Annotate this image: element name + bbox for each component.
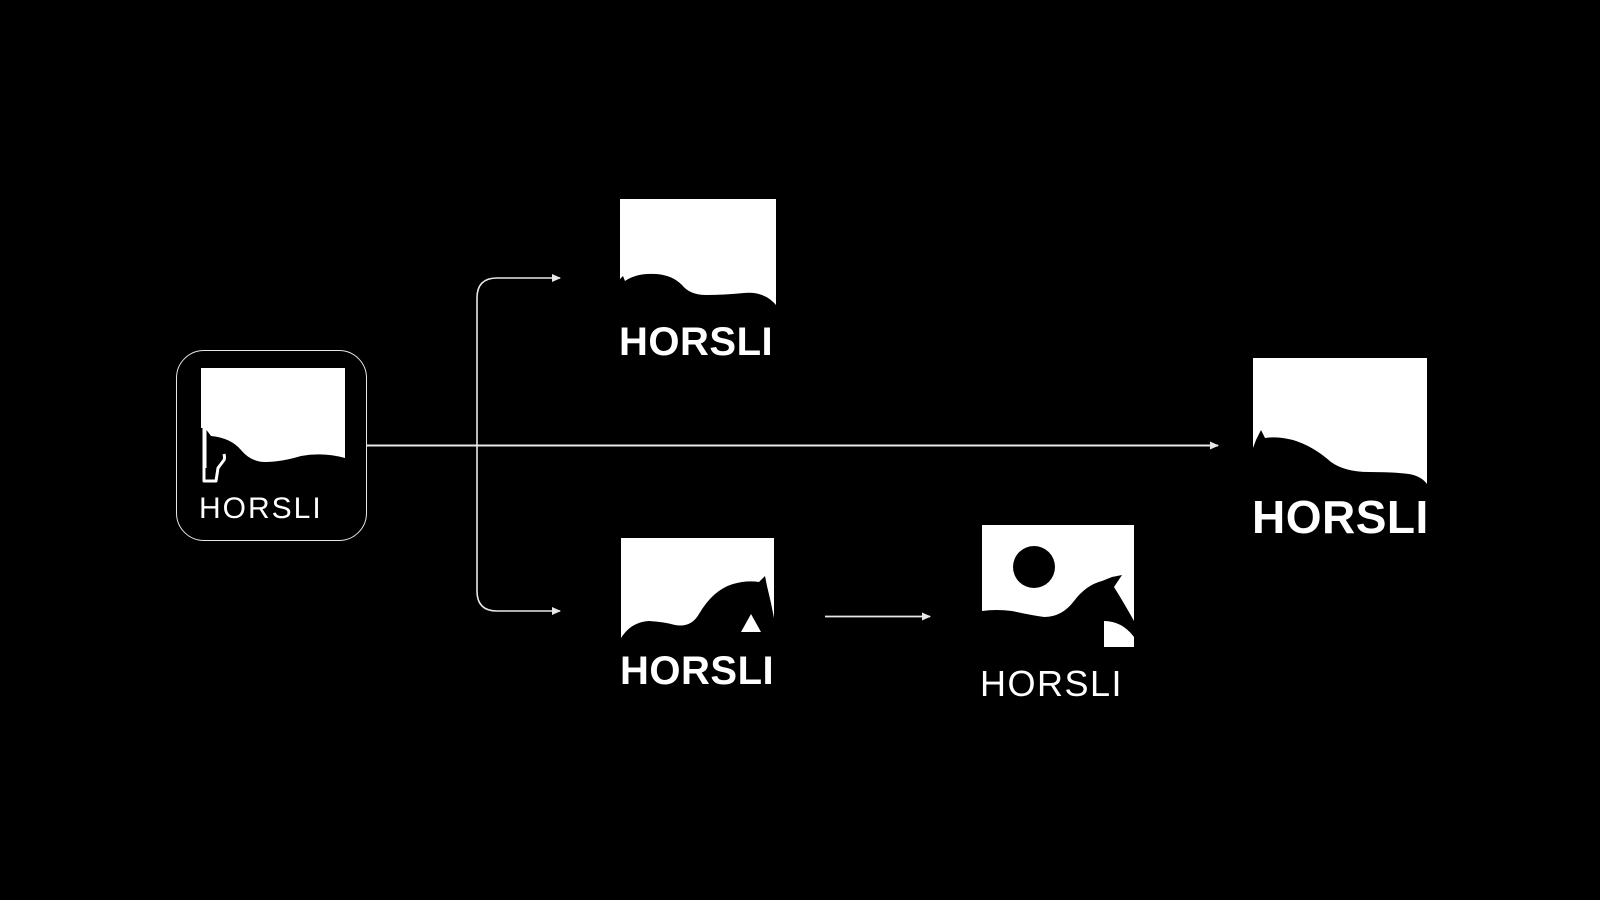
variant-bottom-logo: HORSLI [620, 538, 775, 693]
original-wordmark: HORSLI [199, 492, 323, 525]
arrow-original-to-bottom [476, 446, 561, 615]
horse-silhouette-icon [1253, 358, 1427, 488]
final-logo: HORSLI [1252, 358, 1429, 543]
arrow-original-to-top [476, 274, 561, 446]
sun-circle [1013, 546, 1055, 588]
final-wordmark: HORSLI [1252, 491, 1429, 543]
original-logo-frame [176, 350, 367, 541]
sun-horse-icon [982, 525, 1134, 647]
variant-sun-wordmark: HORSLI [980, 663, 1124, 704]
variant-bottom-wordmark: HORSLI [620, 649, 775, 693]
variant-top-wordmark: HORSLI [619, 320, 774, 364]
horse-silhouette-icon [620, 199, 776, 315]
original-logo: HORSLI [199, 368, 345, 524]
variant-sun-logo: HORSLI [980, 525, 1134, 705]
variant-top-logo: HORSLI [619, 199, 776, 364]
horse-head-rising-icon [621, 538, 774, 642]
horse-head-outline-stroke [202, 428, 226, 483]
horse-head-outline-icon [201, 368, 345, 468]
